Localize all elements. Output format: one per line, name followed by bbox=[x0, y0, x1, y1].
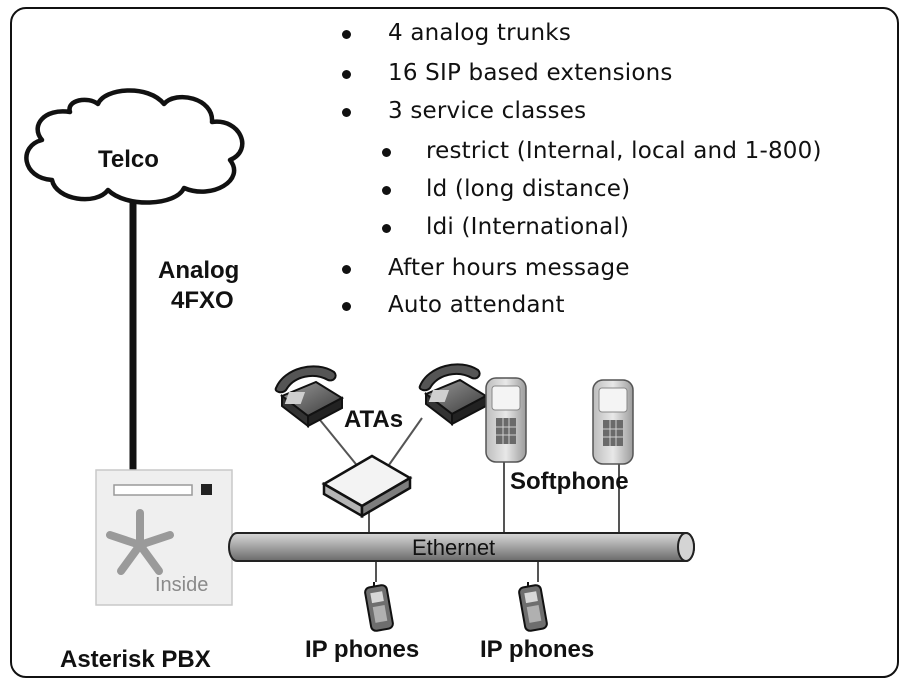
feature-item: Auto attendant bbox=[388, 292, 565, 318]
bullet bbox=[342, 302, 351, 311]
asterisk-pbx-label: Asterisk PBX bbox=[60, 646, 211, 673]
bullet bbox=[342, 70, 351, 79]
telco-cloud bbox=[24, 88, 245, 205]
bullet bbox=[382, 186, 391, 195]
ethernet-label: Ethernet bbox=[412, 535, 496, 560]
bullet bbox=[382, 224, 391, 233]
telco-label: Telco bbox=[98, 146, 159, 173]
bullet bbox=[342, 265, 351, 274]
bullet bbox=[342, 108, 351, 117]
pbx-logo-text: Inside bbox=[155, 574, 209, 596]
asterisk-logo-icon bbox=[106, 509, 174, 575]
ip-phone-icon bbox=[518, 582, 548, 632]
softphone-icon bbox=[485, 377, 527, 463]
bullet bbox=[382, 148, 391, 157]
atas-label: ATAs bbox=[344, 406, 404, 433]
bullet bbox=[342, 30, 351, 39]
link-label-4fxo: 4FXO bbox=[171, 287, 234, 314]
desk-phone-icon bbox=[418, 363, 489, 427]
feature-subitem: restrict (Internal, local and 1-800) bbox=[426, 138, 822, 164]
ip-phone-icon bbox=[364, 582, 394, 632]
asterisk-pbx-box bbox=[95, 469, 233, 606]
feature-item: After hours message bbox=[388, 255, 630, 281]
feature-subitem: ldi (International) bbox=[426, 214, 630, 240]
feature-item: 4 analog trunks bbox=[388, 20, 572, 46]
feature-item: 3 service classes bbox=[388, 98, 587, 124]
diagram-frame bbox=[10, 7, 899, 678]
ip-phones-label: IP phones bbox=[305, 636, 420, 663]
softphone-label: Softphone bbox=[510, 468, 629, 495]
ata-box bbox=[321, 454, 413, 519]
ip-phones-label: IP phones bbox=[480, 636, 595, 663]
softphone-icon bbox=[592, 379, 634, 465]
ethernet-bus bbox=[228, 532, 695, 562]
desk-phone-icon bbox=[274, 365, 345, 429]
link-label-analog: Analog bbox=[158, 257, 240, 284]
feature-item: 16 SIP based extensions bbox=[388, 60, 673, 86]
drop-lines bbox=[319, 417, 620, 582]
feature-subitem: ld (long distance) bbox=[426, 176, 631, 202]
